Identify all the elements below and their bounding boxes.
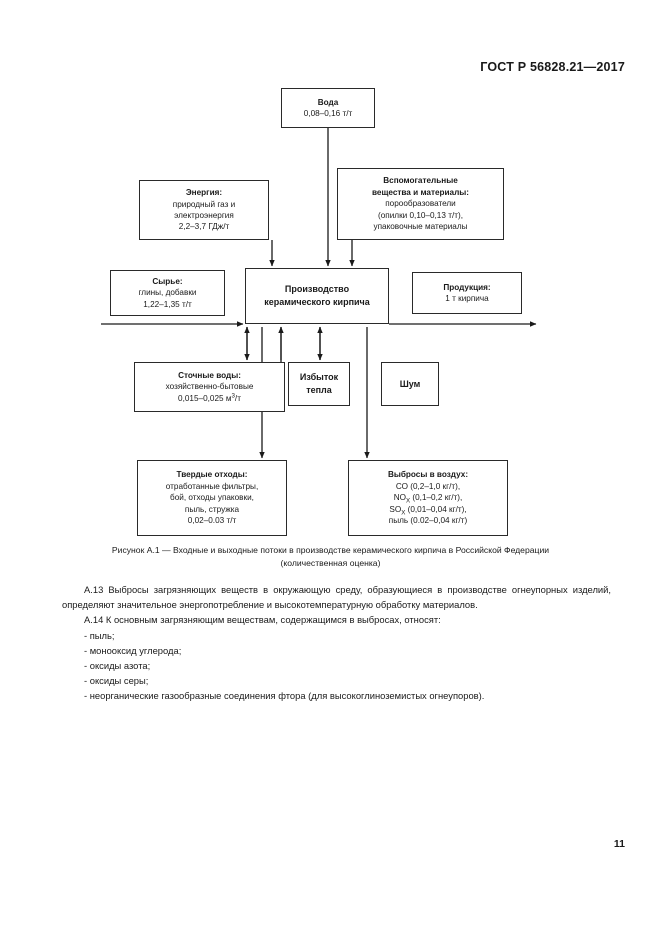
paragraph-a13: А.13 Выбросы загрязняющих веществ в окру…	[62, 584, 611, 611]
box-solid-waste-line-4: 0,02–0.03 т/т	[187, 516, 237, 526]
box-products: Продукция: 1 т кирпича	[412, 272, 522, 314]
list-item: - оксиды азота;	[84, 660, 151, 672]
box-air-emissions-sox: SOX (0,01–0,04 кг/т),	[389, 504, 467, 517]
figure-a1-flow-diagram: Вода 0,08–0,16 т/т Энергия: природный га…	[101, 88, 537, 536]
box-noise: Шум	[381, 362, 439, 406]
box-raw-line-2: 1,22–1,35 т/т	[143, 299, 192, 309]
box-raw-title: Сырье:	[152, 276, 183, 286]
box-energy-line-3: 2,2–3,7 ГДж/т	[178, 222, 230, 232]
box-auxiliary-materials: Вспомогательные вещества и материалы: по…	[337, 168, 504, 240]
box-raw-materials: Сырье: глины, добавки 1,22–1,35 т/т	[110, 270, 225, 316]
box-wastewater-value: 0,015–0,025 м3/т	[178, 391, 241, 403]
list-item: - оксиды серы;	[84, 675, 149, 687]
box-solid-waste-line-2: бой, отходы упаковки,	[170, 493, 254, 503]
box-water-title: Вода	[317, 97, 339, 107]
box-solid-waste: Твердые отходы: отработанные фильтры, бо…	[137, 460, 287, 536]
box-air-emissions-nox: NOX (0,1–0,2 кг/т),	[393, 493, 463, 505]
box-solid-waste-line-1: отработанные фильтры,	[165, 481, 259, 491]
box-energy-line-1: природный газ и	[172, 199, 236, 209]
box-production-line-2: керамического кирпича	[264, 297, 370, 307]
box-solid-waste-title: Твердые отходы:	[176, 470, 248, 480]
paragraph-a14: А.14 К основным загрязняющим веществам, …	[84, 614, 441, 626]
box-wastewater: Сточные воды: хозяйственно-бытовые 0,015…	[134, 362, 285, 412]
box-energy-line-2: электроэнергия	[174, 211, 234, 220]
figure-caption: Рисунок А.1 — Входные и выходные потоки …	[50, 544, 611, 570]
document-standard-number: ГОСТ Р 56828.21—2017	[480, 60, 625, 74]
box-energy-title: Энергия:	[185, 188, 223, 198]
box-auxiliary-line-2: (опилки 0,10–0,13 т/т),	[378, 210, 463, 220]
box-auxiliary-line-3: упаковочные материалы	[373, 222, 468, 232]
box-wastewater-title: Сточные воды:	[178, 370, 241, 380]
box-production-process: Производство керамического кирпича	[245, 268, 389, 324]
box-raw-line-1: глины, добавки	[138, 288, 197, 298]
box-air-emissions: Выбросы в воздух: СО (0,2–1,0 кг/т), NOX…	[348, 460, 508, 536]
diagram-connectors	[101, 128, 537, 459]
box-auxiliary-title-line-1: Вспомогательные	[383, 176, 458, 186]
box-air-emissions-title: Выбросы в воздух:	[387, 470, 469, 480]
box-products-title: Продукция:	[443, 282, 491, 292]
list-item: - пыль;	[84, 629, 115, 641]
box-excess-heat: Избыток тепла	[288, 362, 350, 406]
figure-caption-line-2: (количественная оценка)	[280, 558, 381, 568]
box-air-emissions-dust: пыль (0.02–0,04 кг/т)	[388, 516, 468, 526]
box-noise-line-1: Шум	[399, 378, 421, 389]
box-excess-heat-line-1: Избыток	[299, 372, 339, 383]
figure-caption-line-1: Рисунок А.1 — Входные и выходные потоки …	[111, 545, 550, 555]
page-number: 11	[613, 838, 625, 850]
box-products-line-1: 1 т кирпича	[445, 294, 489, 303]
box-water-value: 0,08–0,16 т/т	[303, 109, 353, 118]
list-item: - монооксид углерода;	[84, 644, 182, 656]
box-air-emissions-co: СО (0,2–1,0 кг/т),	[395, 481, 461, 491]
box-water: Вода 0,08–0,16 т/т	[281, 88, 375, 128]
box-auxiliary-title-line-2: вещества и материалы:	[371, 187, 470, 197]
box-wastewater-line-1: хозяйственно-бытовые	[165, 382, 254, 392]
body-text: А.13 Выбросы загрязняющих веществ в окру…	[62, 582, 611, 704]
box-solid-waste-line-3: пыль, стружка	[184, 504, 240, 514]
list-item: - неорганические газообразные соединения…	[84, 690, 485, 702]
box-energy: Энергия: природный газ и электроэнергия …	[139, 180, 269, 240]
box-excess-heat-line-2: тепла	[306, 385, 332, 395]
box-production-line-1: Производство	[284, 284, 350, 295]
box-auxiliary-line-1: порообразователи	[385, 199, 456, 209]
